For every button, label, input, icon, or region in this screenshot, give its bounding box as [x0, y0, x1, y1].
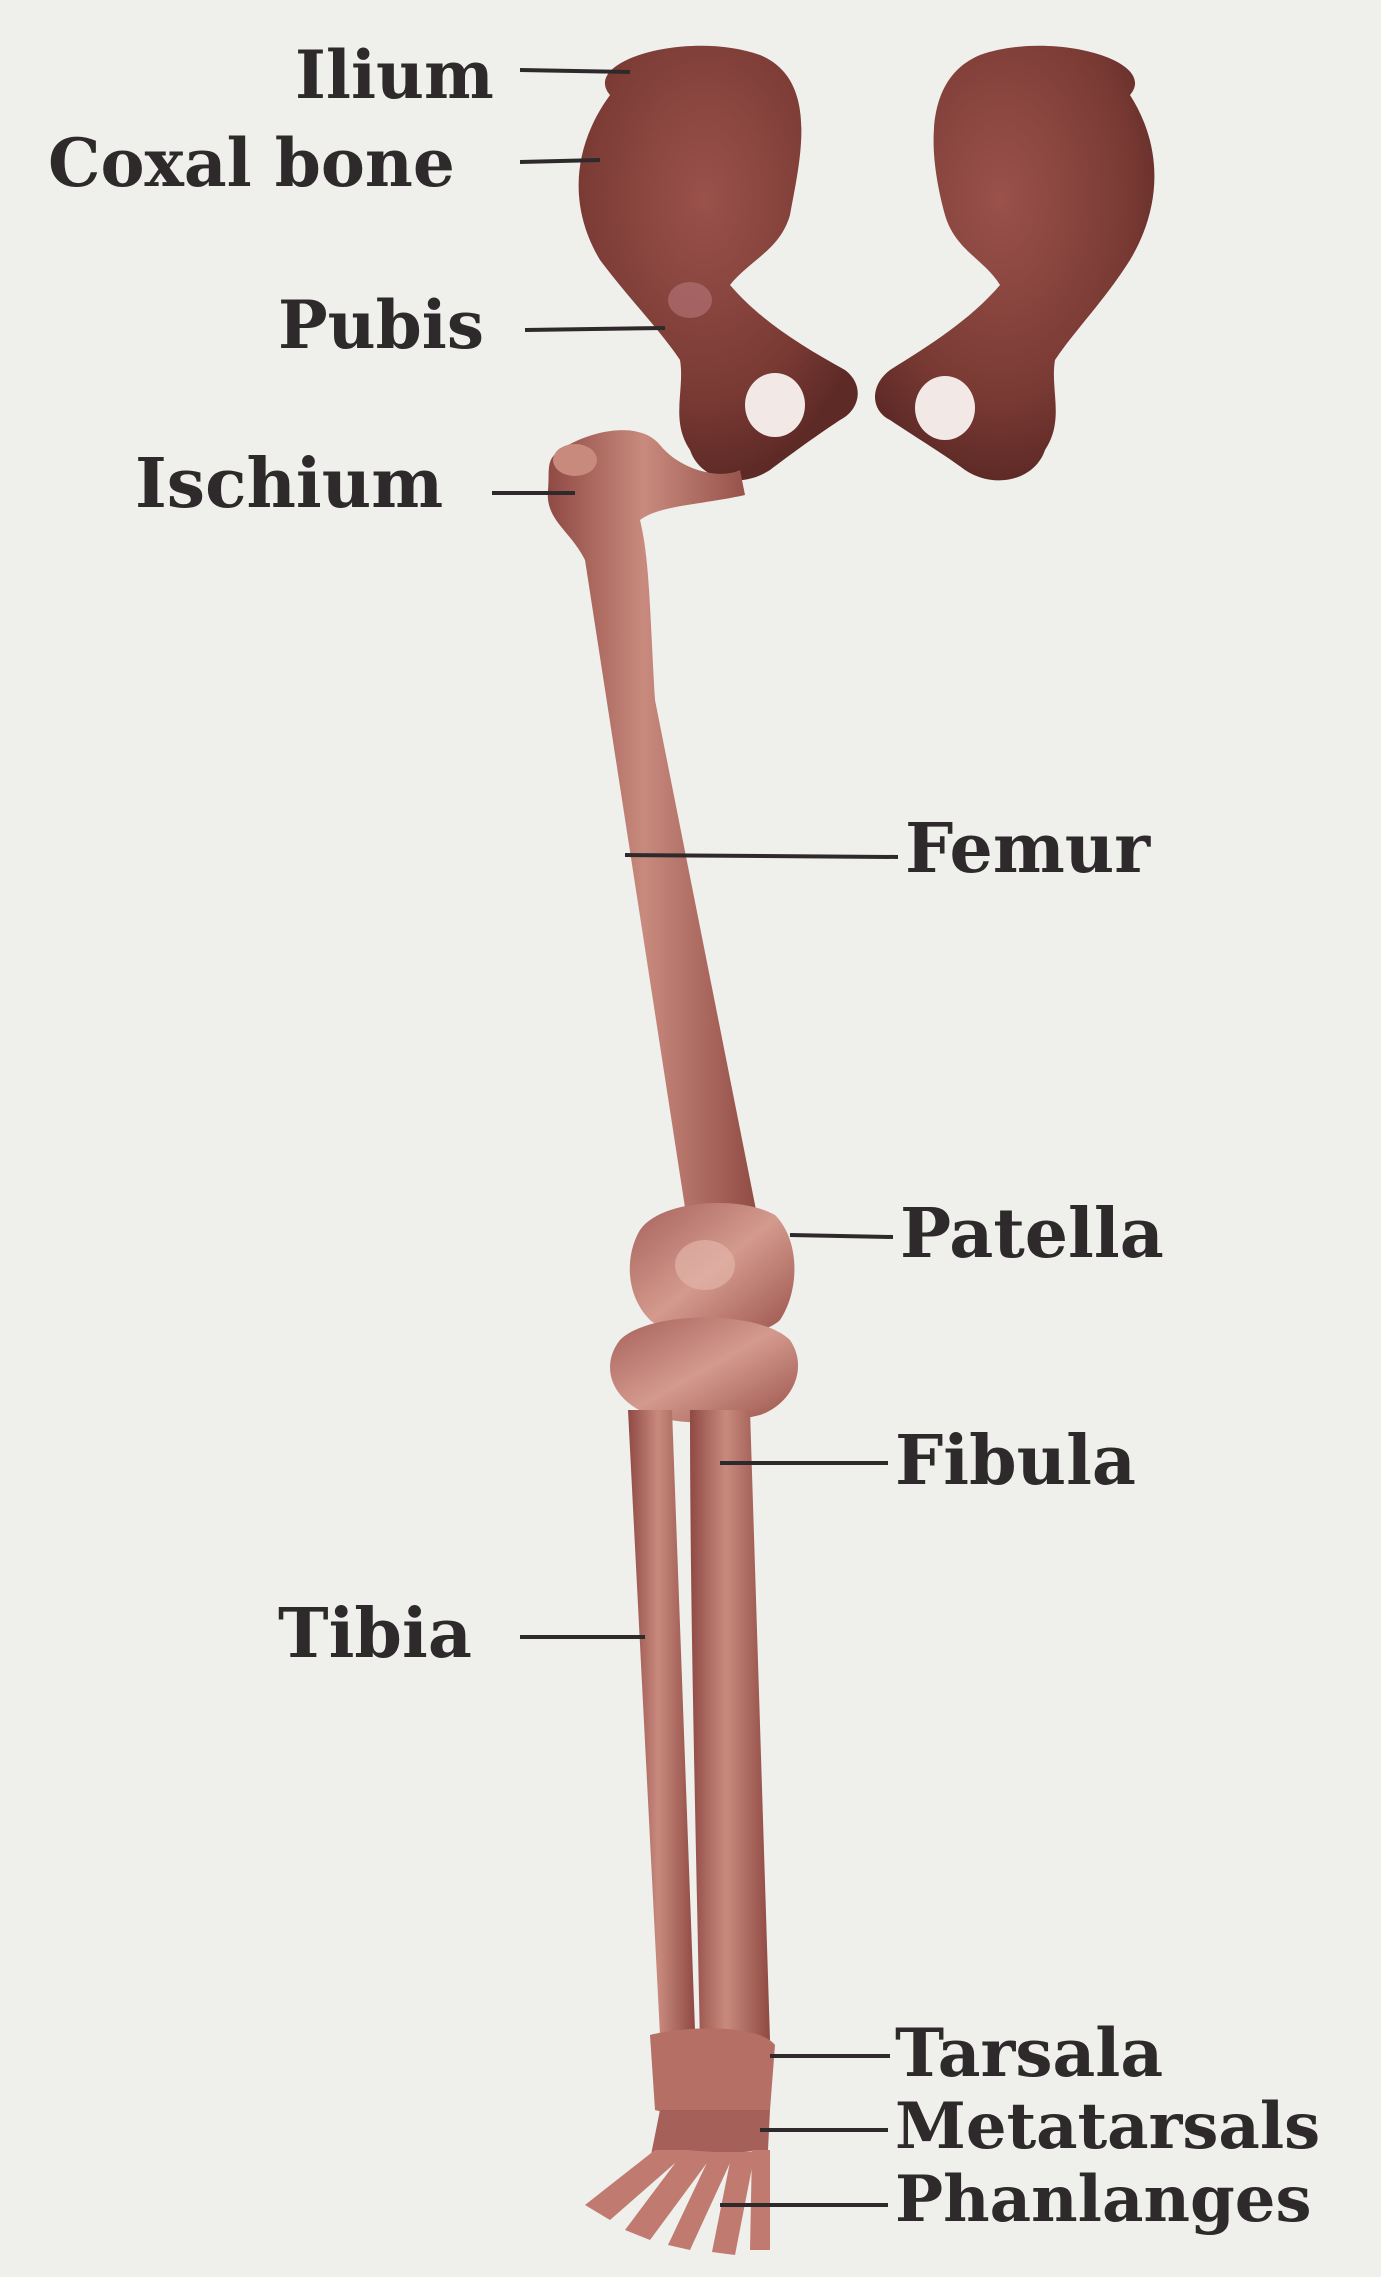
left-coxal-bone	[579, 46, 858, 481]
label-tibia: Tibia	[278, 1600, 472, 1668]
label-fibula: Fibula	[895, 1427, 1136, 1495]
leader-ilium	[520, 70, 630, 72]
label-ilium: Ilium	[295, 42, 494, 108]
leader-patella	[790, 1235, 893, 1237]
leader-coxal-bone	[520, 160, 600, 162]
tarsals	[650, 2028, 775, 2117]
femur	[548, 430, 760, 1240]
label-patella: Patella	[900, 1200, 1164, 1268]
label-coxal-bone: Coxal bone	[48, 130, 455, 196]
leader-femur	[625, 855, 898, 857]
tibia	[628, 1410, 695, 2035]
patella	[630, 1203, 795, 1337]
label-tarsala: Tarsala	[895, 2020, 1163, 2086]
fibula	[690, 1410, 770, 2045]
label-femur: Femur	[905, 815, 1150, 883]
label-pubis: Pubis	[278, 292, 484, 358]
label-ischium: Ischium	[135, 450, 443, 518]
right-coxal-bone	[875, 46, 1154, 481]
tibia-head	[610, 1318, 798, 1423]
label-metatarsals: Metatarsals	[895, 2095, 1320, 2159]
phalanges	[585, 2150, 770, 2255]
leader-pubis	[525, 328, 665, 330]
label-phalanges: Phanlanges	[895, 2168, 1311, 2232]
